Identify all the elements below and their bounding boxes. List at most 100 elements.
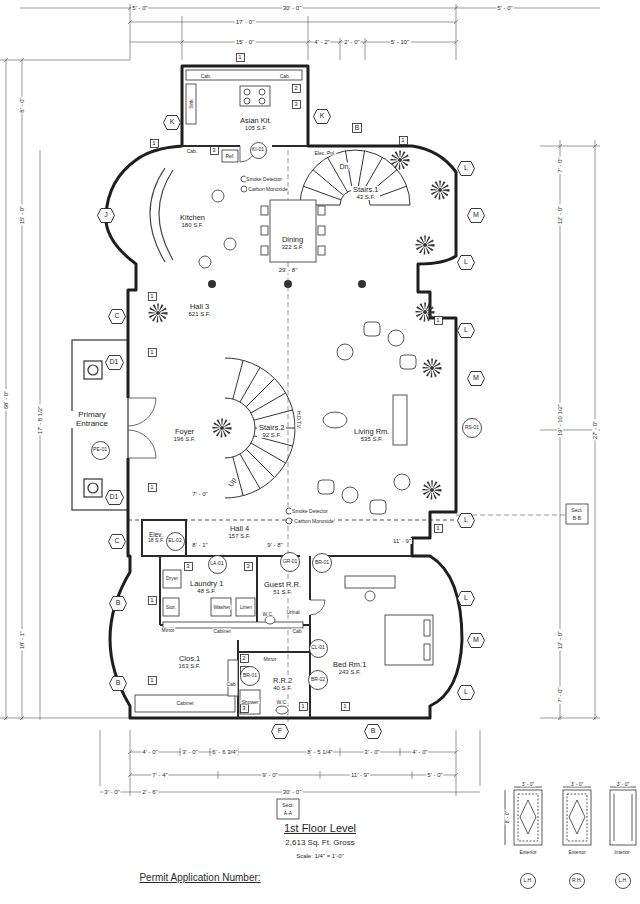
- fixture-tag: PE-01: [91, 441, 110, 460]
- keynote-square: 1: [434, 316, 443, 325]
- room-name: Laundry 1: [190, 580, 223, 588]
- room-name: Kitchen: [180, 214, 205, 222]
- circle: [463, 419, 482, 438]
- furniture-part: [199, 256, 211, 268]
- window-tag: B: [109, 596, 127, 611]
- tag-text: PE-01: [93, 447, 107, 452]
- room-area: 18 S.F.: [148, 538, 164, 544]
- dimension: 5' - 10": [390, 39, 411, 45]
- porch-part: [84, 361, 102, 379]
- furniture-part: [261, 246, 268, 255]
- dimension: 3' - 0": [181, 749, 198, 755]
- room-note: Mirror: [262, 657, 277, 662]
- square: [434, 316, 442, 324]
- dimension: 3' - 0": [570, 782, 585, 787]
- section-marker: B-B: [572, 516, 582, 521]
- window-tag: B: [109, 676, 127, 691]
- tag-text: 1: [301, 703, 304, 709]
- section-marker: [277, 504, 588, 819]
- room-note: Cabinet: [175, 701, 194, 706]
- plant-symbol-part-part: [394, 154, 406, 166]
- square: [148, 348, 156, 356]
- furniture-part: [163, 570, 181, 588]
- plant-symbol-part-part: [156, 311, 160, 315]
- room-note: Elec. Pnl.: [313, 151, 336, 156]
- staircase-part: [233, 360, 295, 495]
- tag-text: 3: [186, 563, 189, 569]
- section-marker-part: [566, 504, 588, 524]
- plant-symbol-part: [434, 184, 446, 196]
- sheet-note: Exterior: [518, 850, 537, 855]
- section-marker: A-A: [283, 811, 293, 816]
- plant-symbol-part-part: [398, 158, 402, 162]
- circle: [616, 874, 631, 889]
- fixture-tag: EL-02: [166, 532, 185, 551]
- hexagon: [365, 724, 382, 738]
- room-label: Clos.1163 S.F.: [177, 655, 203, 670]
- tag-text: L: [464, 516, 468, 524]
- furniture-part: [186, 70, 302, 80]
- staircase: [225, 150, 410, 498]
- hexagon: [314, 109, 331, 123]
- columns: [208, 280, 366, 288]
- tag-text: C: [114, 537, 119, 545]
- tag-text: 2: [242, 655, 245, 661]
- room-area: 180 S.F.: [180, 222, 205, 228]
- circle: [166, 532, 184, 550]
- dimension: 3' - 0": [521, 782, 536, 787]
- dimension: 30' - 0": [282, 789, 303, 795]
- square: [184, 562, 192, 570]
- circle: [309, 639, 327, 657]
- plant-symbol-part-part: [426, 362, 438, 374]
- tag-text: F: [278, 727, 282, 735]
- room-name: Living Rm.: [354, 428, 389, 436]
- hexagon: [272, 724, 289, 738]
- room-name: Bed Rm.1: [333, 661, 366, 669]
- room-area: 163 S.F.: [179, 663, 201, 669]
- furniture-part: [228, 660, 238, 696]
- keynote-square: 1: [148, 596, 157, 605]
- room-name: Elev.: [148, 532, 164, 539]
- doors: [128, 146, 325, 615]
- dimension: 8' - 0": [19, 96, 25, 113]
- circle: [521, 874, 536, 889]
- room-label: Dining322 S.F.: [280, 236, 306, 251]
- tag-text: 3: [212, 147, 215, 153]
- plant-symbol-part-part: [438, 188, 442, 192]
- tag-text: 3: [246, 563, 249, 569]
- room-note: W.C.: [276, 700, 289, 705]
- room-note: Cab.: [279, 74, 292, 79]
- furniture-part: [270, 200, 316, 262]
- furniture-part: [400, 355, 416, 369]
- circle: [309, 671, 328, 690]
- interior-walls-part: [142, 520, 186, 556]
- square: [353, 124, 362, 133]
- dimension: 7' - 0": [557, 156, 563, 173]
- square: [148, 676, 156, 684]
- window-tag: C: [108, 534, 126, 549]
- furniture-part: [364, 322, 380, 336]
- room-label: Bed Rm.1243 S.F.: [331, 661, 368, 676]
- permit-note: Permit Application Number:: [138, 873, 261, 883]
- tag-text: L: [464, 164, 468, 172]
- room-label: Elev.18 S.F.: [146, 532, 166, 544]
- room-label: Laundry 148 S.F.: [188, 580, 225, 595]
- window-tag: L: [457, 513, 475, 528]
- keynote-square: 1: [341, 702, 350, 711]
- door-schedule-part: [610, 790, 636, 845]
- tag-text: M: [473, 636, 479, 644]
- room-name: Clos.1: [179, 655, 201, 663]
- tag-text: 1: [150, 597, 153, 603]
- window-tag: C: [108, 309, 126, 324]
- dimension: 30' - 0": [282, 5, 303, 11]
- furniture-part: [318, 226, 325, 235]
- fixture-tag: BR-02: [308, 670, 328, 690]
- tag-text: 1: [150, 677, 153, 683]
- room-name: R.R.2: [273, 677, 292, 685]
- dimension: 27' - 0": [592, 420, 598, 441]
- window-tag: L: [457, 323, 475, 338]
- columns-part: [358, 280, 366, 288]
- furniture-part: [393, 395, 407, 445]
- room-area: 92 S.F.: [259, 432, 284, 438]
- staircase-part: [225, 358, 295, 498]
